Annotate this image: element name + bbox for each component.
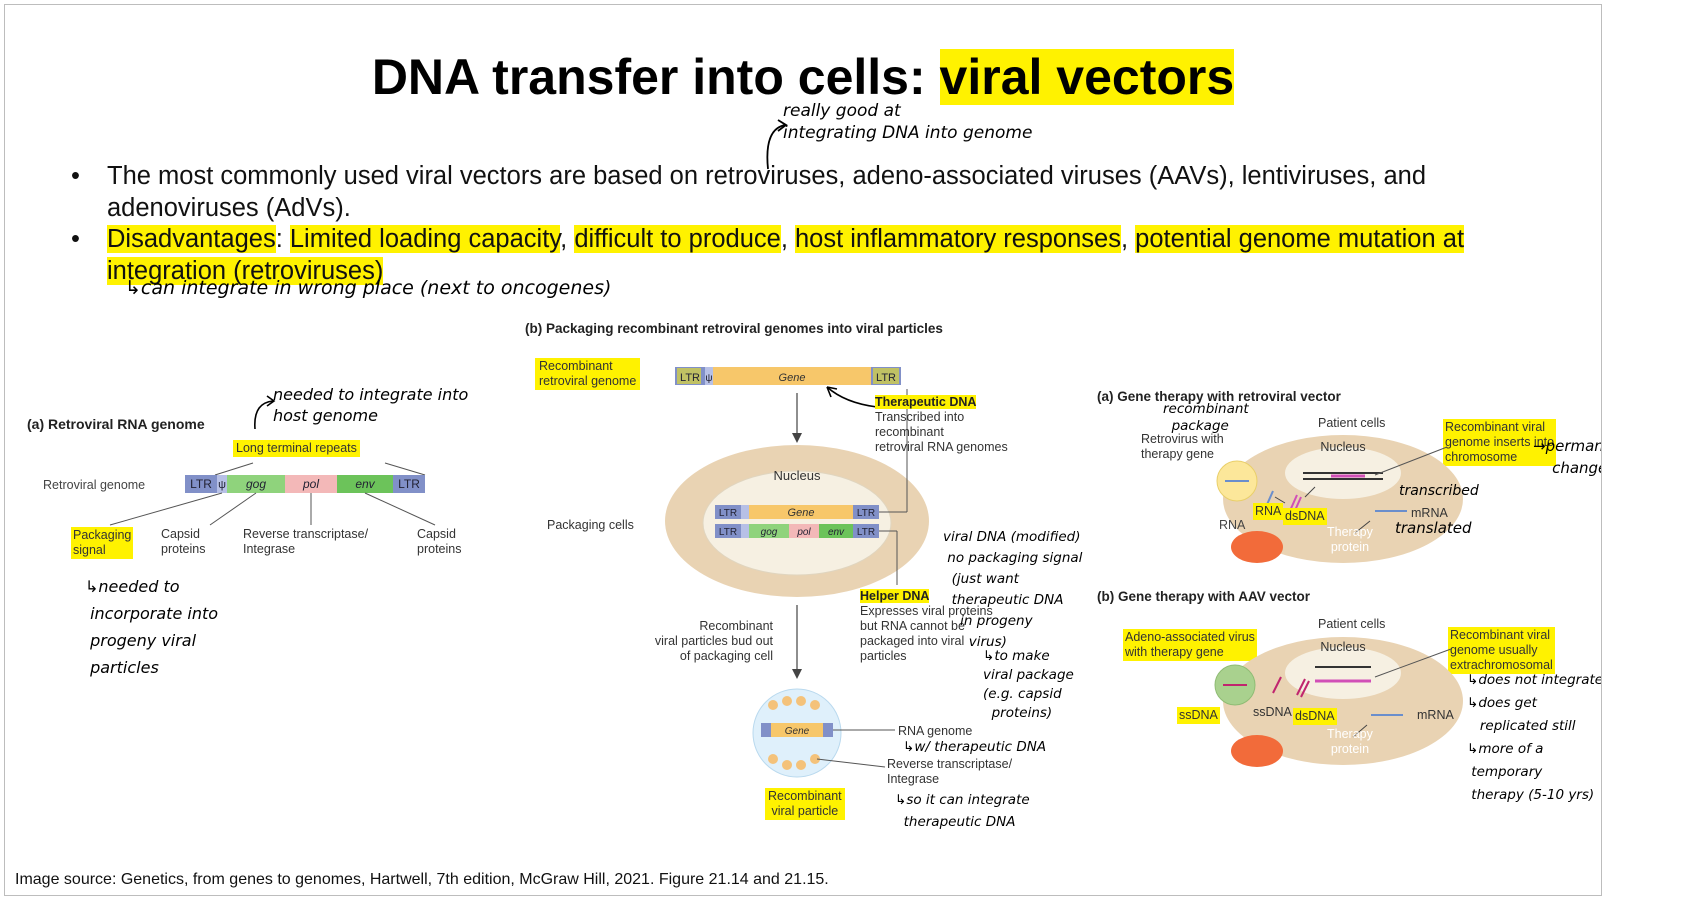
- hw-arrow-retro: [766, 119, 788, 170]
- hw-retro-good-2: integrating DNA into genome: [783, 123, 1033, 143]
- gt-retro-title: (a) Gene therapy with retroviral vector: [1097, 389, 1341, 404]
- hw-aav-note: ↳does not integrate (piggy-backs↳does ge…: [1467, 672, 1602, 803]
- bullet-2: Disadvantages: Limited loading capacity,…: [65, 224, 1465, 287]
- rt-label: Reverse transcriptase/Integrase: [243, 527, 369, 556]
- disadvantage-3: host inflammatory responses: [794, 225, 1121, 253]
- gt-aav-patient-cells: Patient cells: [1318, 617, 1386, 631]
- cell-env: env: [828, 527, 845, 538]
- pkg-ltr-1: LTR: [680, 372, 700, 384]
- rna-genome-label: RNA genome: [898, 724, 973, 738]
- gt-aav-ssdna-2: ssDNA: [1253, 705, 1292, 719]
- hw-ltr-1: needed to integrate into: [273, 385, 469, 404]
- cell-pol: pol: [796, 527, 811, 538]
- hw-retro-good-1: really good at: [783, 101, 901, 121]
- hw-arrow-ltr: [254, 395, 276, 430]
- hw-recomb-package: recombinant package: [1163, 401, 1249, 434]
- cell-gag: gog: [761, 527, 778, 538]
- pkg-psi: ψ: [705, 373, 712, 384]
- hw-wrong-place: ↳can integrate in wrong place (next to o…: [125, 277, 612, 299]
- hw-translated: translated: [1395, 519, 1472, 537]
- seg-gag: gog: [246, 477, 266, 491]
- bullet-list: The most commonly used viral vectors are…: [65, 161, 1465, 287]
- hw-rt-note: ↳so it can integrate therapeutic DNA: [895, 792, 1030, 830]
- gt-retro-dsdna: dsDNA: [1283, 508, 1327, 525]
- slide-title: DNA transfer into cells: viral vectors: [5, 47, 1601, 107]
- hw-helper-note: viral DNA (modified) no packaging signal…: [943, 529, 1083, 650]
- hw-ltr-2: host genome: [273, 406, 378, 425]
- cell-ltr-2: LTR: [857, 508, 875, 519]
- hw-permanent: →permanent change: [1533, 437, 1602, 477]
- disadvantage-1: Limited loading capacity: [289, 225, 561, 253]
- hw-packaging-note: ↳needed to incorporate into progeny vira…: [85, 577, 219, 677]
- seg-ltr-left: LTR: [190, 477, 212, 491]
- hw-transcribed: transcribed: [1399, 483, 1479, 499]
- gt-aav-diagram: Nucleus: [1214, 637, 1463, 767]
- disadvantage-2: difficult to produce: [574, 225, 781, 253]
- title-part1: DNA transfer into cells:: [371, 49, 926, 105]
- cell-gene: Gene: [788, 507, 815, 519]
- bullet-1: The most commonly used viral vectors are…: [65, 161, 1465, 224]
- gt-retro-patient-cells: Patient cells: [1318, 416, 1386, 430]
- seg-ltr-right: LTR: [398, 477, 420, 491]
- seg-psi: ψ: [218, 479, 226, 491]
- genome-label: Retroviral genome: [43, 478, 145, 492]
- pkg-gene: Gene: [779, 372, 806, 384]
- slide: DNA transfer into cells: viral vectors T…: [4, 4, 1602, 896]
- pkg-ltr-2: LTR: [876, 372, 896, 384]
- gt-retro-rna-hl: RNA: [1253, 503, 1284, 520]
- gt-retro-diagram: Nucleus RNA: [1216, 435, 1463, 563]
- gt-aav-dsdna: dsDNA: [1293, 708, 1337, 725]
- cell-ltr-1: LTR: [719, 508, 737, 519]
- pkg-nucleus: Nucleus: [774, 468, 821, 483]
- cell-ltr-4: LTR: [857, 527, 875, 538]
- gt-aav-nucleus: Nucleus: [1320, 640, 1365, 654]
- gt-aav-ssdna-1: ssDNA: [1177, 707, 1220, 724]
- gt-aav-mrna: mRNA: [1417, 708, 1454, 722]
- particle-gene: Gene: [785, 726, 810, 737]
- seg-env: env: [355, 477, 375, 491]
- packaging-diagram: LTR ψ Gene LTR Nucleus LTR Gene LTR LTR …: [665, 367, 929, 778]
- packaging-cells-label: Packaging cells: [547, 518, 634, 532]
- fig-b-title: (b) Packaging recombinant retroviral gen…: [525, 321, 943, 336]
- retroviral-genome-diagram: LTR ψ gog pol env LTR Retroviral genome: [43, 462, 436, 526]
- image-source: Image source: Genetics, from genes to ge…: [15, 871, 829, 888]
- gt-retro-mrna: mRNA: [1411, 506, 1448, 520]
- seg-pol: pol: [302, 477, 319, 491]
- cell-ltr-3: LTR: [719, 527, 737, 538]
- title-highlight: viral vectors: [939, 49, 1235, 105]
- gt-retro-rna: RNA: [1219, 518, 1246, 532]
- particle-rt-label: Reverse transcriptase/Integrase: [887, 757, 1013, 786]
- disadvantages-label: Disadvantages: [107, 225, 276, 253]
- gt-aav-title: (b) Gene therapy with AAV vector: [1097, 589, 1311, 604]
- fig-a-title: (a) Retroviral RNA genome: [27, 416, 205, 432]
- ltr-label: Long terminal repeats: [233, 440, 360, 457]
- gt-retro-nucleus: Nucleus: [1320, 440, 1365, 454]
- hw-rna-genome-note: ↳w/ therapeutic DNA: [903, 739, 1047, 755]
